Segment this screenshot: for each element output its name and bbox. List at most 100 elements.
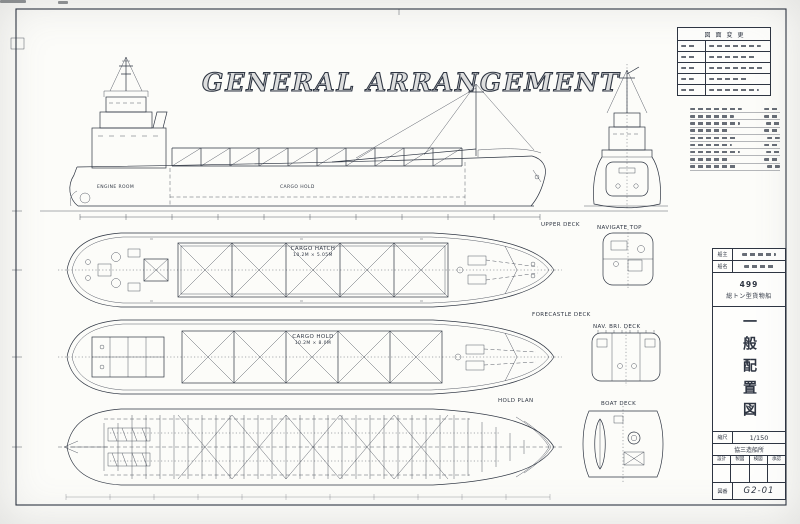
deckhouse xyxy=(91,127,167,169)
navigate-top-view xyxy=(602,229,654,289)
engine-bed-hatching xyxy=(111,427,148,467)
transom-plate xyxy=(605,161,649,197)
nav-bri-deck-view xyxy=(591,328,661,386)
drawing-name-cell: 一般配置図 xyxy=(713,307,785,432)
mast-foot xyxy=(454,353,462,361)
scale-label: 縮尺 xyxy=(713,432,733,443)
funnel-inner xyxy=(631,435,638,442)
windlass xyxy=(467,274,487,285)
deck-fitting xyxy=(127,282,141,292)
bottom-scale xyxy=(65,494,551,500)
coaming-stiffeners xyxy=(200,148,463,166)
compass-deck-rail xyxy=(103,90,149,97)
cargo-hold-label: CARGO HOLD xyxy=(292,334,334,340)
wing-fitting xyxy=(644,338,656,348)
stern-profile xyxy=(69,166,79,207)
porthole xyxy=(633,183,639,189)
winch xyxy=(111,278,121,288)
boat-deck-label: BOAT DECK xyxy=(601,401,637,407)
hatch-cross-bracing xyxy=(177,242,449,298)
rudder xyxy=(70,190,78,207)
cabin-partitions xyxy=(92,337,164,377)
equipment xyxy=(627,259,643,272)
approval-grid: 設計 製図 検図 承認 xyxy=(713,456,785,483)
company-name: 協三造船所 xyxy=(733,447,764,454)
mast-stays xyxy=(109,56,143,92)
outline xyxy=(591,332,661,382)
fitting xyxy=(99,344,105,350)
plan-hold xyxy=(58,408,562,486)
forecastle-line xyxy=(477,148,542,157)
sheet-border xyxy=(10,8,787,506)
revision-row xyxy=(678,85,770,95)
dimension-row xyxy=(690,128,780,135)
fitting xyxy=(613,415,624,424)
engine-room-label: ENGINE ROOM xyxy=(97,185,135,190)
funnel-section xyxy=(627,431,641,445)
drawing-number-label: 図番 xyxy=(713,483,733,499)
windlass xyxy=(465,360,485,371)
engine-casing-cross xyxy=(143,258,169,282)
rigging xyxy=(355,83,535,159)
approval-col: 設計 xyxy=(713,456,732,482)
engine-bed xyxy=(107,427,151,442)
revision-row xyxy=(678,41,770,52)
windlass xyxy=(465,344,485,355)
cargo-hold-dim-label: 10.2M × 8.0M xyxy=(294,341,332,346)
profile-view xyxy=(40,56,668,220)
hold-plan-label: HOLD PLAN xyxy=(498,398,534,404)
porthole xyxy=(615,183,621,189)
engine-casing xyxy=(143,258,169,282)
windlass xyxy=(467,255,487,266)
boat-deck-view xyxy=(582,406,664,482)
breakwater xyxy=(504,245,518,295)
hold-cross-bracing xyxy=(181,330,443,384)
revision-row xyxy=(678,74,770,85)
dimension-row xyxy=(690,164,780,171)
scan-artifact xyxy=(58,1,68,4)
dimension-row xyxy=(690,156,780,164)
ship-type-text: 総トン型貨物船 xyxy=(726,292,772,300)
fitting xyxy=(99,364,105,370)
profile-hold-label: CARGO HOLD xyxy=(280,185,315,190)
revision-row xyxy=(678,52,770,63)
capstan xyxy=(85,259,91,265)
hold-cross-bracing xyxy=(177,414,449,480)
dimension-row xyxy=(690,149,780,157)
scale-row: 縮尺 1/150 xyxy=(713,432,785,444)
ship-type-cell: 499 総トン型貨物船 xyxy=(713,273,785,307)
capstan xyxy=(85,275,91,281)
hatch-panel-joints xyxy=(231,243,395,297)
plan-forecastle-deck xyxy=(58,319,562,395)
drawing-title: GENERAL ARRANGEMENT xyxy=(201,67,621,97)
chart-table xyxy=(610,240,628,251)
compass xyxy=(637,245,645,253)
fitting xyxy=(617,363,623,369)
fitting xyxy=(631,363,637,369)
approval-col: 製図 xyxy=(731,456,750,482)
station-ticks xyxy=(79,214,541,220)
bow-stiffening xyxy=(515,416,552,478)
upper-deck-label: UPPER DECK xyxy=(541,222,580,228)
front-windows xyxy=(597,330,655,333)
winch xyxy=(111,252,121,262)
breakwater xyxy=(504,332,518,382)
scan-artifact xyxy=(0,0,26,3)
approval-col: 検図 xyxy=(749,456,768,482)
dimension-row xyxy=(690,113,780,121)
boat-deck-house xyxy=(99,111,153,129)
engine-bed xyxy=(107,452,151,467)
anchor xyxy=(534,174,540,180)
drawing-name-vertical: 一般配置図 xyxy=(741,314,757,424)
deck-sheer-line xyxy=(76,155,533,168)
owner-label: 船主 xyxy=(713,249,733,260)
revision-row xyxy=(678,63,770,74)
approval-col: 承認 xyxy=(767,456,785,482)
wheelhouse xyxy=(105,96,147,113)
cargo-hatch-outline xyxy=(177,242,449,298)
hawse-pipe xyxy=(532,169,542,183)
ship-name-row: 船名 xyxy=(713,261,785,273)
hull-outline xyxy=(66,319,555,395)
